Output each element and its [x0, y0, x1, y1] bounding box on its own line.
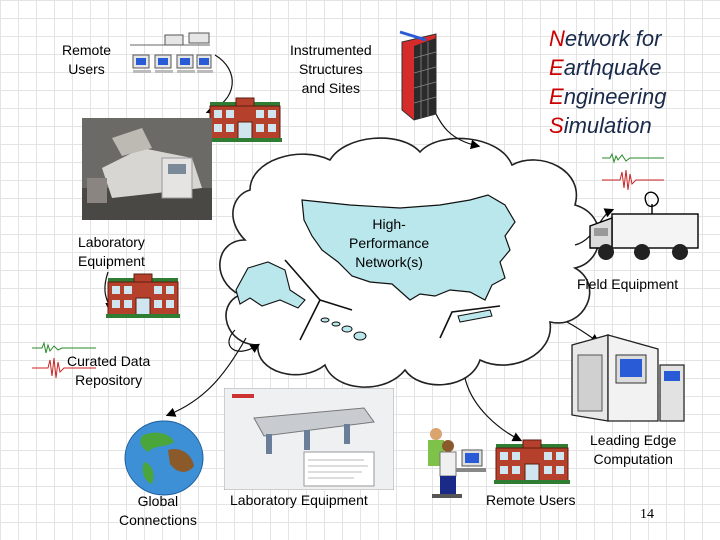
seismograph-icon [602, 152, 664, 191]
building-icon [208, 97, 282, 142]
people-at-computer-icon [428, 428, 486, 498]
laboratory-equipment-left-label: Laboratory Equipment [78, 234, 145, 269]
laboratory-equipment-bottom-label: Laboratory Equipment [230, 492, 368, 508]
leading-edge-label: Leading Edge Computation [590, 432, 677, 467]
puerto-rico-map [457, 309, 493, 323]
field-equipment-label: Field Equipment [577, 276, 679, 292]
computer-icon [130, 32, 213, 73]
supercomputer-icon [571, 334, 685, 422]
title-line-1: Network for [549, 26, 662, 51]
building-icon [494, 439, 570, 484]
laboratory-photo [82, 118, 212, 220]
globe-icon [124, 420, 204, 496]
network-label: High- Performance Network(s) [349, 216, 430, 270]
inset-lines [284, 259, 501, 341]
tower-icon [399, 30, 437, 121]
curated-data-label: Curated Data Repository [67, 353, 151, 388]
remote-users-top-label: Remote Users [62, 42, 112, 77]
us-map [301, 194, 516, 301]
hawaii-map [320, 317, 367, 341]
title-line-3: Engineering [549, 84, 667, 109]
page-number: 14 [640, 507, 654, 522]
title-line-2: Earthquake [549, 55, 662, 80]
building-icon [106, 273, 180, 318]
title-line-4: Simulation [549, 113, 652, 138]
seismograph-icon [32, 341, 96, 379]
diagram-title: Network for Earthquake Engineering Simul… [549, 24, 666, 140]
laboratory-equipment-photo [224, 388, 394, 490]
alaska-map [235, 261, 306, 309]
instrumented-structures-label: Instrumented Structures and Sites [290, 42, 372, 96]
global-connections-label: Global Connections [119, 493, 197, 528]
truck-icon [589, 191, 699, 260]
satellite-dish-icon [644, 191, 659, 214]
remote-users-bottom-label: Remote Users [486, 492, 576, 508]
